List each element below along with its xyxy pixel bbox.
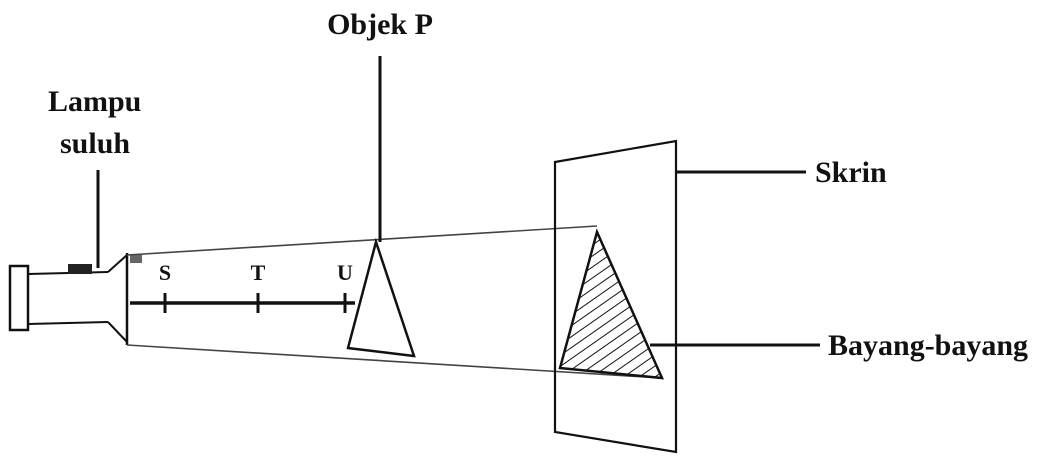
screen-label: Skrin	[815, 156, 887, 189]
shadow-label: Bayang-bayang	[828, 329, 1028, 362]
torch-label-line2: suluh	[60, 127, 130, 160]
scale-bar: S T U	[130, 260, 355, 313]
shadow	[558, 228, 820, 380]
object-p-label: Objek P	[327, 8, 433, 41]
screen	[553, 139, 806, 454]
light-beam	[126, 225, 663, 379]
scale-mark-u: U	[337, 260, 353, 285]
object-p	[346, 56, 416, 358]
scale-mark-s: S	[159, 260, 171, 285]
torch-label-line1: Lampu	[48, 85, 141, 118]
torch	[8, 253, 142, 345]
scale-mark-t: T	[251, 260, 266, 285]
